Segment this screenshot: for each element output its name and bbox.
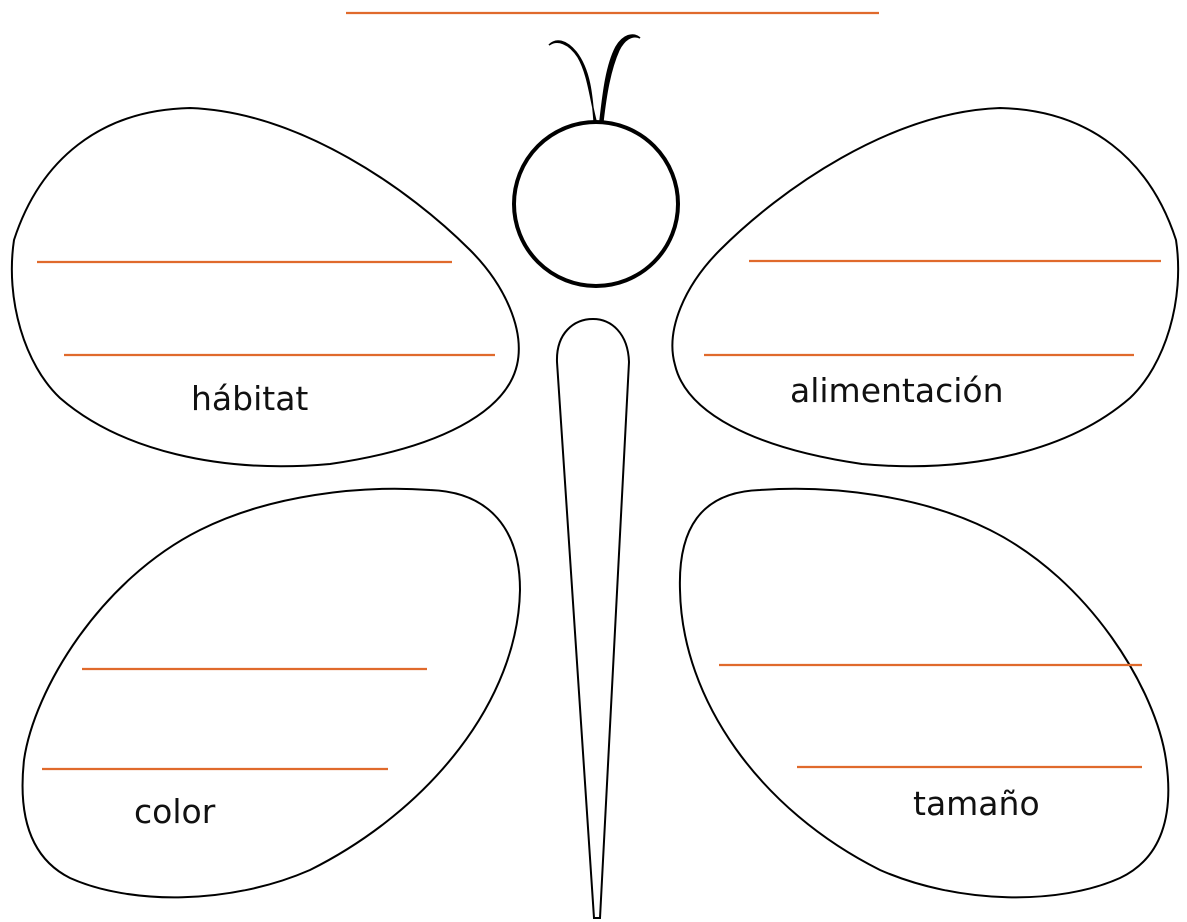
wing-top-left-shape — [10, 106, 520, 468]
butterfly-body — [555, 317, 631, 919]
wing-top-left: hábitat — [10, 106, 520, 468]
antennae — [548, 34, 641, 123]
wing-bottom-left-shape — [21, 487, 522, 899]
wing-bottom-right-label: tamaño — [913, 784, 1040, 823]
wing-bottom-right-shape — [678, 487, 1170, 899]
wing-bottom-left-label: color — [134, 792, 216, 831]
wing-bottom-left: color — [21, 487, 522, 899]
wing-bottom-right: tamaño — [678, 487, 1170, 899]
antenna-right — [599, 34, 641, 122]
wing-top-right-label: alimentación — [790, 371, 1004, 410]
wing-top-right: alimentación — [671, 106, 1180, 468]
antenna-left — [548, 40, 598, 123]
butterfly-head — [512, 120, 680, 288]
wing-top-right-shape — [671, 106, 1180, 468]
wing-top-left-label: hábitat — [191, 379, 308, 418]
